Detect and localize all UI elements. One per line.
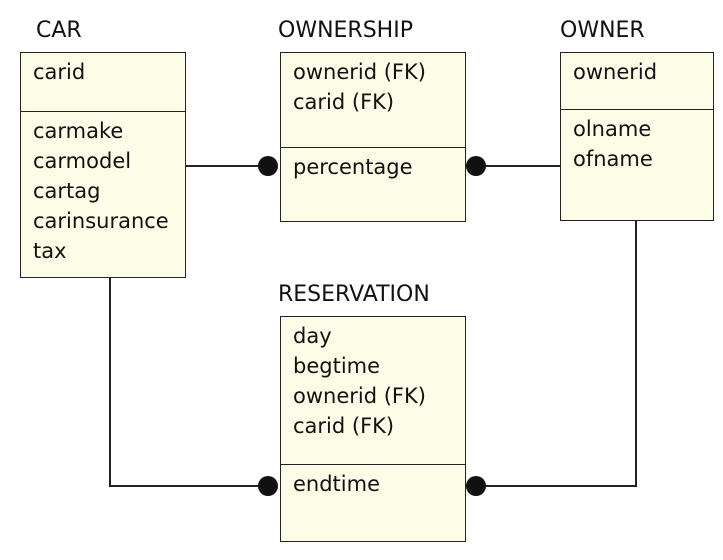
car-attr: carinsurance [33,209,169,233]
owner-attr: ofname [573,147,653,171]
owner-reservation-endpoint [466,476,486,496]
car-entity-title: CAR [36,18,82,43]
owner-attr: olname [573,117,652,141]
car-attribute-section: carmake carmodel cartag carinsurance tax [21,111,185,277]
car-attr: tax [33,239,67,263]
car-ownership-endpoint [258,156,278,176]
reservation-key-attr: day [293,324,332,348]
owner-attribute-section: olname ofname [561,109,713,220]
car-reservation-endpoint [258,476,278,496]
ownership-attr: percentage [293,155,413,179]
car-key-attr: carid [33,60,86,84]
car-reservation-line [109,278,268,487]
reservation-attr: endtime [293,472,381,496]
owner-ownership-endpoint [466,156,486,176]
car-key-section: carid [21,53,185,113]
car-attr: carmodel [33,149,132,173]
ownership-attribute-section: percentage [281,147,465,221]
ownership-entity: ownerid (FK) carid (FK) percentage [280,52,466,222]
car-entity: carid carmake carmodel cartag carinsuran… [20,52,186,278]
reservation-key-attr: carid (FK) [293,414,395,438]
car-attr: carmake [33,119,124,143]
reservation-key-attr: begtime [293,354,381,378]
owner-entity: ownerid olname ofname [560,52,714,221]
reservation-entity-title: RESERVATION [278,282,430,307]
car-attr: cartag [33,179,101,203]
reservation-key-attr: ownerid (FK) [293,384,426,408]
owner-reservation-line [466,221,637,487]
owner-key-section: ownerid [561,53,713,111]
reservation-attribute-section: endtime [281,464,465,541]
ownership-key-section: ownerid (FK) carid (FK) [281,53,465,149]
ownership-key-attr: ownerid (FK) [293,60,426,84]
ownership-key-attr: carid (FK) [293,90,395,114]
owner-entity-title: OWNER [560,18,645,43]
reservation-entity: day begtime ownerid (FK) carid (FK) endt… [280,316,466,542]
ownership-entity-title: OWNERSHIP [278,18,413,43]
owner-key-attr: ownerid [573,60,658,84]
reservation-key-section: day begtime ownerid (FK) carid (FK) [281,317,465,466]
